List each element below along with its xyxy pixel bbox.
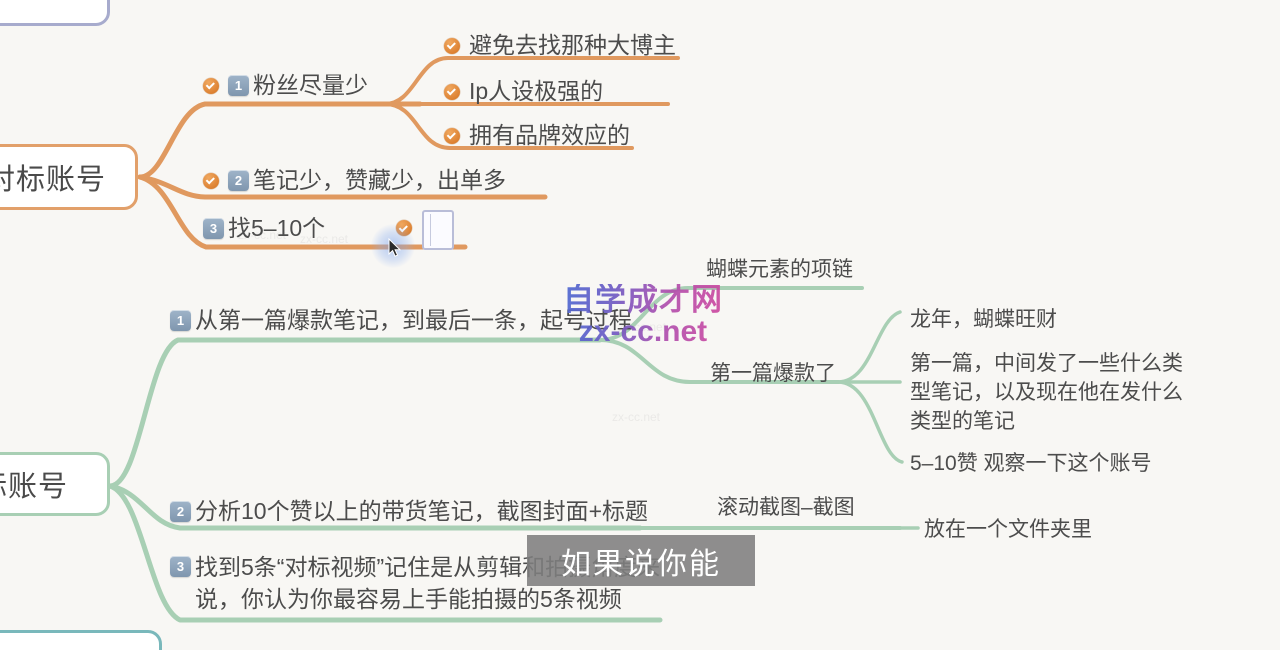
orange-item-1-child-2-label: Ip人设极强的 [469,78,604,104]
green-item-2-grandchild-1[interactable]: 放在一个文件夹里 [924,516,1092,545]
green-item-1-child-1-label: 蝴蝶元素的项链 [706,258,853,281]
green-item-2-grandchild-1-label: 放在一个文件夹里 [924,518,1092,541]
number-badge-3: 3 [170,556,191,577]
orange-item-3-label: 找5–10个 [228,215,326,241]
topic-node-find-benchmark-label: 对标账号 [0,164,106,196]
orange-item-1-label: 粉丝尽量少 [253,72,368,98]
orange-item-1-child-2[interactable]: Ip人设极强的 [444,76,603,108]
green-item-1[interactable]: 1 从第一篇爆款笔记，到最后一条，起号过程 [170,305,632,337]
green-item-1-grandchild-3-label: 5–10赞 观察一下这个账号 [910,452,1152,475]
green-item-1-grandchild-2-label: 第一篇，中间发了一些什么类型笔记，以及现在他在发什么类型的笔记 [910,352,1183,433]
green-item-1-child-2-label: 第一篇爆款了 [710,362,836,385]
check-icon [444,83,460,100]
orange-item-3[interactable]: 3 找5–10个 [203,213,325,245]
number-badge-1: 1 [228,75,249,97]
green-item-2-child-1-label: 滚动截图–截图 [717,496,855,519]
subtitle-overlay: 如果说你能 [527,535,755,586]
green-item-2-child-1[interactable]: 滚动截图–截图 [717,494,855,523]
orange-item-2[interactable]: 2 笔记少，赞藏少，出单多 [203,165,506,197]
number-badge-3: 3 [203,218,224,240]
note-icon[interactable] [422,210,454,250]
check-icon [444,127,460,144]
number-badge-2: 2 [170,501,191,523]
topic-node-top-partial[interactable] [0,0,110,26]
green-item-1-child-2[interactable]: 第一篇爆款了 [710,360,836,389]
orange-item-2-label: 笔记少，赞藏少，出单多 [253,167,506,193]
topic-node-bottom-partial[interactable] [0,630,162,650]
green-item-1-grandchild-3[interactable]: 5–10赞 观察一下这个账号 [910,450,1152,479]
green-item-1-label: 从第一篇爆款笔记，到最后一条，起号过程 [195,307,632,333]
topic-node-find-benchmark[interactable]: 对标账号 [0,144,138,210]
orange-item-1-child-3-label: 拥有品牌效应的 [469,122,630,148]
faint-watermark: zx-cc.net [612,410,661,424]
green-item-1-grandchild-1[interactable]: 龙年，蝴蝶旺财 [910,306,1057,335]
mouse-cursor-icon [388,238,402,257]
green-item-1-child-1[interactable]: 蝴蝶元素的项链 [706,256,853,285]
topic-node-analyze-benchmark-label: 标账号 [0,471,68,503]
green-item-1-grandchild-1-label: 龙年，蝴蝶旺财 [910,308,1057,331]
number-badge-1: 1 [170,310,191,332]
green-item-2[interactable]: 2 分析10个赞以上的带货笔记，截图封面+标题 [170,496,648,528]
subtitle-text: 如果说你能 [561,547,721,581]
check-icon [444,37,460,54]
green-item-1-grandchild-2[interactable]: 第一篇，中间发了一些什么类型笔记，以及现在他在发什么类型的笔记 [910,350,1192,437]
orange-item-1-child-1-label: 避免去找那种大博主 [469,32,676,58]
number-badge-2: 2 [228,170,249,192]
check-icon [203,77,219,94]
orange-item-1[interactable]: 1 粉丝尽量少 [203,70,368,102]
orange-item-1-child-3[interactable]: 拥有品牌效应的 [444,120,630,152]
green-item-2-label: 分析10个赞以上的带货笔记，截图封面+标题 [195,498,649,524]
check-icon [203,172,219,189]
topic-node-analyze-benchmark[interactable]: 标账号 [0,452,110,516]
orange-item-1-child-1[interactable]: 避免去找那种大博主 [444,30,676,62]
